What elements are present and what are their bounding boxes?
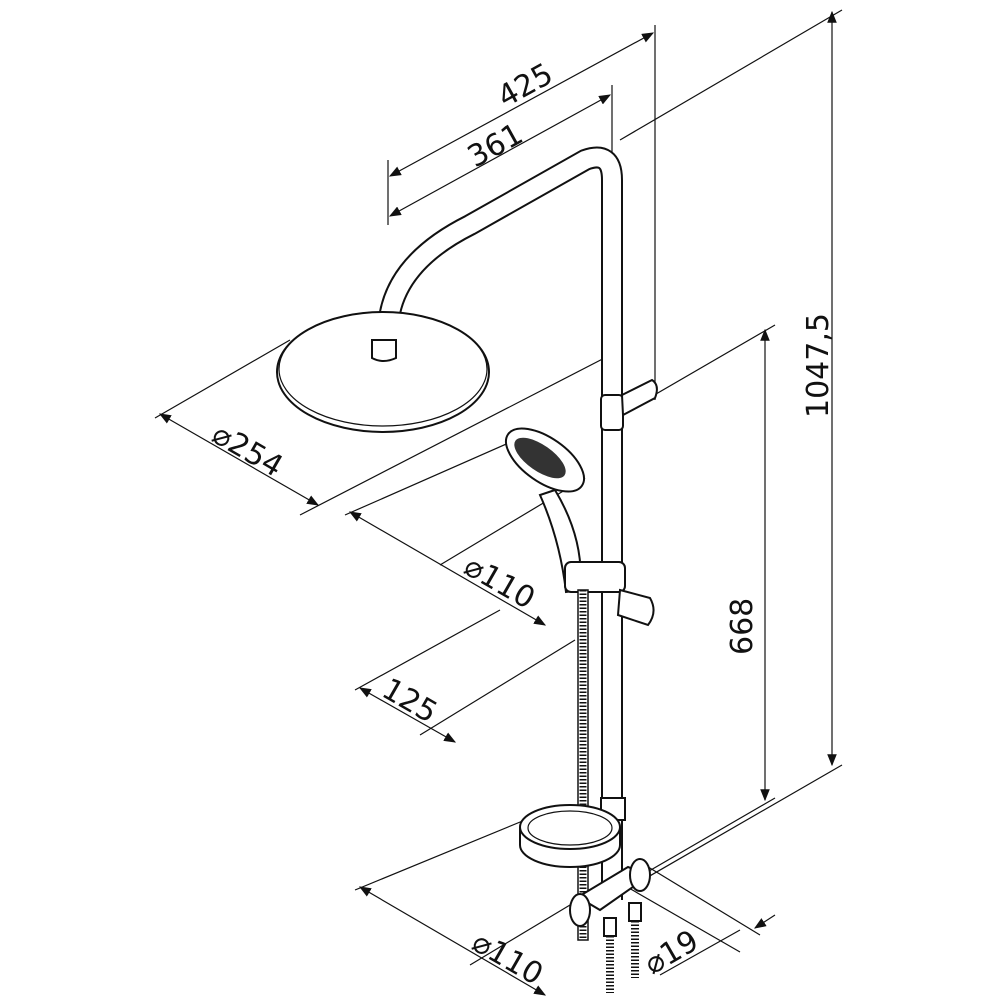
dim-connector-diameter: ⌀19 (639, 923, 705, 981)
dimension-lines (154, 9, 843, 996)
dim-soap-dish-diameter: ⌀110 (466, 925, 549, 993)
dim-125: 125 (376, 672, 443, 731)
dim-overhead-diameter: ⌀254 (206, 417, 289, 485)
hose (577, 589, 589, 941)
shower-riser (377, 146, 623, 900)
hand-shower (505, 378, 658, 627)
dim-361: 361 (462, 117, 529, 175)
dim-668: 668 (725, 598, 760, 655)
dim-hand-shower-diameter: ⌀110 (458, 549, 541, 617)
dim-1047-5: 1047,5 (801, 313, 836, 418)
dim-425: 425 (492, 57, 559, 115)
soap-dish (519, 797, 626, 868)
wall-connector (569, 858, 653, 993)
overhead-shower (276, 311, 490, 433)
